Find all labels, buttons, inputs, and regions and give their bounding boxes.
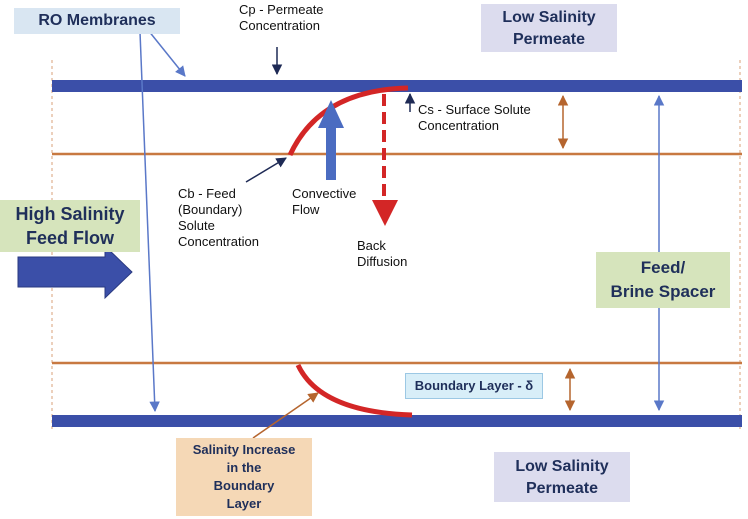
cp-label: Cp - Permeate Concentration bbox=[239, 2, 324, 33]
convective-arrow-shaft bbox=[326, 125, 336, 180]
cs-label: Cs - Surface Solute Concentration bbox=[418, 102, 531, 133]
ro-pointer-top bbox=[147, 29, 186, 77]
bottom-concentration-curve bbox=[295, 363, 413, 418]
back-diffusion-head bbox=[372, 200, 398, 226]
low-salinity-permeate-bottom: Low Salinity Permeate bbox=[494, 452, 630, 502]
boundary-layer-label: Boundary Layer - δ bbox=[405, 373, 543, 399]
feed-flow-arrow bbox=[17, 244, 133, 300]
feed-brine-spacer-label: Feed/ Brine Spacer bbox=[596, 252, 730, 308]
cb-pointer bbox=[245, 157, 287, 183]
convective-arrow-head bbox=[318, 100, 344, 128]
cb-label: Cb - Feed (Boundary) Solute Concentratio… bbox=[178, 186, 259, 249]
convective-flow-label: Convective Flow bbox=[292, 186, 357, 217]
top-membrane bbox=[52, 80, 742, 92]
salinity-increase-pointer bbox=[252, 392, 319, 439]
high-salinity-feed-label: High Salinity Feed Flow bbox=[0, 200, 140, 252]
ro-pointer-bottom bbox=[139, 31, 160, 413]
ro-membranes-label: RO Membranes bbox=[14, 8, 180, 34]
low-salinity-permeate-top: Low Salinity Permeate bbox=[481, 4, 617, 52]
back-diffusion-label: Back Diffusion bbox=[357, 238, 408, 269]
top-concentration-curve bbox=[287, 85, 409, 157]
bottom-membrane bbox=[52, 415, 742, 427]
salinity-increase-label: Salinity Increase in the Boundary Layer bbox=[176, 438, 312, 516]
